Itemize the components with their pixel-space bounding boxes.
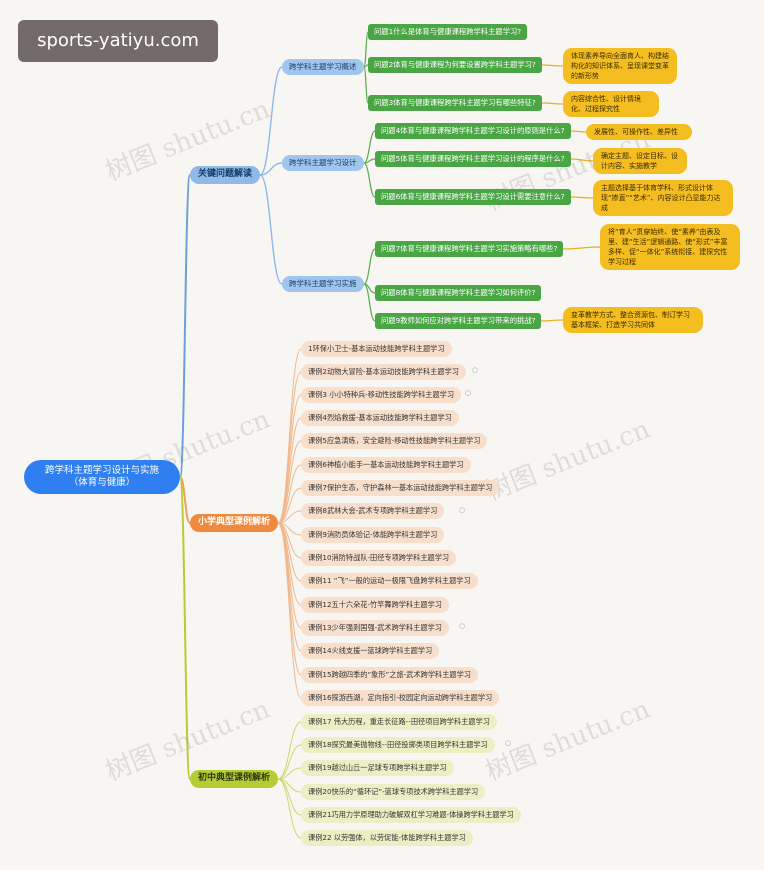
primary-case-10[interactable]: 课例10消防特战队-田径专项跨学科主题学习 [301, 550, 457, 566]
link-question-note [541, 102, 564, 105]
junior-case-20[interactable]: 课例20快乐的“循环记”-篮球专项技术跨学科主题学习 [301, 784, 486, 800]
link-sub-question [363, 130, 376, 164]
sub-implement[interactable]: 跨学科主题学习实施 [282, 276, 364, 292]
junior-case-17[interactable]: 课例17 伟大历程，重走长征路--田径项目跨学科主题学习 [301, 714, 497, 730]
branch-junior-cases[interactable]: 初中典型课例解析 [190, 770, 279, 788]
note-q4: 发展性、可操作性、差异性 [586, 124, 692, 140]
junior-case-22[interactable]: 课例22 以劳强体，以劳促能-体能跨学科主题学习 [301, 830, 473, 846]
link-primary-case [277, 522, 302, 652]
question-5[interactable]: 问题5体育与健康课程跨学科主题学习设计的程序是什么? [375, 151, 571, 167]
primary-case-4[interactable]: 课例4烈焰救援-基本运动技能跨学科主题学习 [301, 410, 459, 426]
junior-case-18[interactable]: 课例18探究最美抛物线--田径投掷类项目跨学科主题学习 [301, 737, 495, 753]
question-6[interactable]: 问题6体育与健康课程跨学科主题学习设计需要注意什么? [375, 189, 571, 205]
root-subtitle: （体育与健康） [68, 477, 136, 488]
primary-case-15[interactable]: 课例15跨越四季的“象形”之旅-武术跨学科主题学习 [301, 667, 478, 683]
link-question-note [540, 319, 564, 322]
primary-case-7[interactable]: 课例7保护生态，守护森林一基本运动技能跨学科主题学习 [301, 480, 500, 496]
note-q6: 主题选择基于体育学科、形式设计体现“掺直”“艺术”、内容设计凸显能力达成 [593, 180, 733, 216]
primary-case-8[interactable]: 课例8武林大会-武术专项跨学科主题学习 [301, 503, 445, 519]
link-primary-case [277, 417, 302, 524]
question-1[interactable]: 问题1什么是体育与健康课程跨学科主题学习? [368, 24, 528, 40]
primary-case-9[interactable]: 课例9消防员体验记-体能跨学科主题学习 [301, 527, 445, 543]
junior-case-21[interactable]: 课例21巧用力学原理助力破解双杠学习难题-体操跨学科主题学习 [301, 807, 521, 823]
note-q2: 体现素养导向全面育人、构建结构化的知识体系、呈现课堂变革的新形势 [563, 48, 677, 84]
link-question-note [562, 246, 601, 250]
link-primary-case [277, 464, 302, 524]
link-root-key [179, 174, 191, 478]
link-question-note [570, 130, 587, 133]
primary-case-16[interactable]: 课例16探游西湖，定向指引-校园定向运动跨学科主题学习 [301, 690, 500, 706]
link-primary-case [277, 348, 302, 524]
site-badge: sports-yatiyu.com [18, 20, 218, 62]
sub-design[interactable]: 跨学科主题学习设计 [282, 155, 364, 171]
link-key-sub [259, 66, 283, 176]
root-title: 跨学科主题学习设计与实施 [44, 465, 159, 476]
collapse-dot-icon[interactable]: ○ [472, 366, 479, 374]
primary-case-14[interactable]: 课例14火线支援一篮球跨学科主题学习 [301, 643, 440, 659]
sub-overview[interactable]: 跨学科主题学习概述 [282, 59, 364, 75]
link-key-sub [259, 174, 283, 285]
link-junior-case [277, 767, 302, 780]
link-junior-case [277, 744, 302, 780]
link-primary-case [277, 522, 302, 676]
link-primary-case [277, 440, 302, 524]
question-9[interactable]: 问题9教师如何应对跨学科主题学习带来的挑战? [375, 313, 542, 329]
link-key-sub [259, 162, 283, 176]
collapse-dot-icon[interactable]: ○ [459, 506, 466, 514]
junior-case-19[interactable]: 课例19越过山丘一足球专项跨学科主题学习 [301, 760, 454, 776]
primary-case-1[interactable]: 1环保小卫士-基本运动技能跨学科主题学习 [301, 341, 452, 357]
link-sub-question [363, 283, 376, 322]
link-junior-case [277, 778, 302, 839]
question-4[interactable]: 问题4体育与健康课程跨学科主题学习设计的原则是什么? [375, 123, 571, 139]
primary-case-2[interactable]: 课例2动物大冒险-基本运动技能跨学科主题学习 [301, 364, 466, 380]
link-root-junior [179, 476, 191, 780]
primary-case-12[interactable]: 课例12五十六朵花-竹竿舞跨学科主题学习 [301, 597, 449, 613]
question-8[interactable]: 问题8体育与健康课程跨学科主题学习如何评价? [375, 285, 542, 301]
link-primary-case [277, 371, 302, 524]
question-3[interactable]: 问题3体育与健康课程跨学科主题学习有哪些特征? [368, 95, 542, 111]
link-question-note [541, 64, 564, 67]
link-junior-case [277, 721, 302, 780]
link-primary-case [277, 487, 302, 524]
note-q9: 变革教学方式、整合资源包、制订学习基本框架、打造学习共同体 [563, 307, 703, 333]
primary-case-11[interactable]: 课例11 “飞”一般的运动一极限飞盘跨学科主题学习 [301, 573, 478, 589]
root-topic[interactable]: 跨学科主题学习设计与实施 （体育与健康） [24, 460, 180, 494]
link-sub-question [363, 66, 369, 104]
link-sub-question [363, 162, 376, 198]
question-7[interactable]: 问题7体育与健康课程跨学科主题学习实施策略有哪些? [375, 241, 564, 257]
link-question-note [570, 158, 594, 162]
primary-case-13[interactable]: 课例13少年强则国强-武术跨学科主题学习 [301, 620, 449, 636]
note-q3: 内容综合性、设计情境化、过程探究性 [563, 91, 659, 117]
primary-case-6[interactable]: 课例6神植小能手一基本运动技能跨学科主题学习 [301, 457, 471, 473]
link-question-note [570, 196, 594, 199]
collapse-dot-icon[interactable]: ○ [465, 389, 472, 397]
note-q7: 将“育人”贯穿始终、使“素养”由表及里、建“生活”逻辑通路、使“形式”丰富多样、… [600, 224, 740, 270]
primary-case-3[interactable]: 课例3 小小特种兵-移动性技能跨学科主题学习 [301, 387, 462, 403]
branch-key-questions[interactable]: 关键问题解读 [190, 166, 261, 184]
note-q5: 确定主题、设定目标、设计内容、实施教学 [593, 148, 687, 174]
primary-case-5[interactable]: 课例5应急演练，安全避险-移动性技能跨学科主题学习 [301, 433, 488, 449]
link-sub-question [363, 31, 369, 68]
link-primary-case [277, 522, 302, 699]
question-2[interactable]: 问题2体育与健康课程为何要设置跨学科主题学习? [368, 57, 542, 73]
collapse-dot-icon[interactable]: ○ [459, 622, 466, 630]
link-primary-case [277, 510, 302, 524]
link-primary-case [277, 394, 302, 524]
link-root-primary [179, 476, 191, 524]
branch-primary-cases[interactable]: 小学典型课例解析 [190, 514, 279, 532]
link-sub-question [363, 248, 376, 285]
collapse-dot-icon[interactable]: ○ [505, 739, 512, 747]
